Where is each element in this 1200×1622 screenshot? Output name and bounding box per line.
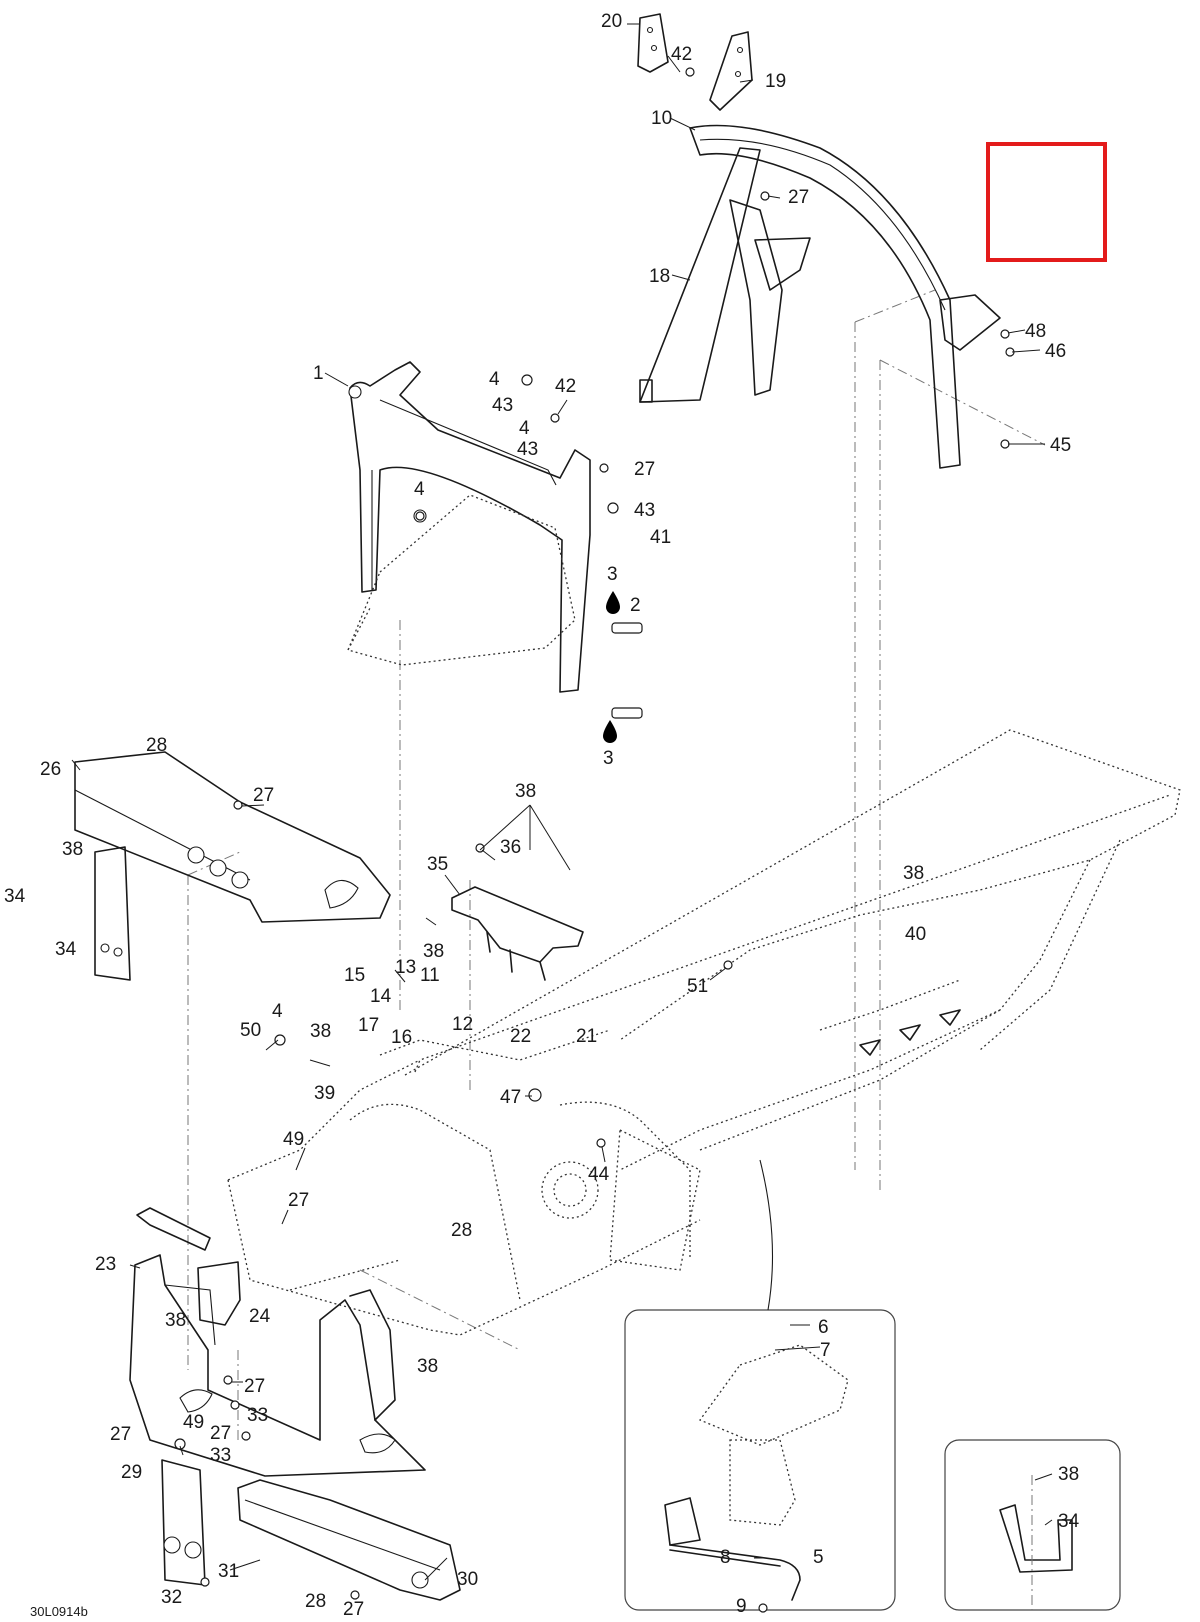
callout: 4 <box>414 479 425 500</box>
selection-highlight-box <box>986 142 1107 262</box>
callout: 23 <box>95 1254 116 1275</box>
callout: 38 <box>417 1356 438 1377</box>
callout: 42 <box>555 376 576 397</box>
callout: 26 <box>40 759 61 780</box>
callout: 7 <box>820 1340 831 1361</box>
callout: 41 <box>650 527 671 548</box>
callout: 32 <box>161 1587 182 1608</box>
callout: 39 <box>314 1083 335 1104</box>
callout: 4 <box>272 1001 283 1022</box>
callout: 27 <box>244 1376 265 1397</box>
callout: 38 <box>310 1021 331 1042</box>
callout: 44 <box>588 1164 610 1185</box>
callout: 43 <box>634 500 655 521</box>
callout: 3 <box>607 564 618 585</box>
upper-frame-assembly <box>637 13 1001 469</box>
alignment-lines <box>187 289 1046 1440</box>
callout: 30 <box>457 1569 478 1590</box>
detail-inset-footrest <box>624 1159 896 1611</box>
steering-support-part <box>347 361 591 693</box>
callout: 16 <box>391 1027 412 1048</box>
callout: 38 <box>1058 1464 1079 1485</box>
callout: 17 <box>358 1015 379 1036</box>
callout: 9 <box>736 1596 747 1617</box>
callout: 34 <box>1058 1511 1080 1532</box>
callout: 28 <box>305 1591 326 1612</box>
callout: 33 <box>247 1405 268 1426</box>
callout: 38 <box>423 941 444 962</box>
callout: 27 <box>210 1423 231 1444</box>
callout-labels: 20 42 19 10 27 18 48 46 45 1 4 42 43 4 4… <box>4 11 1080 1620</box>
callout: 28 <box>451 1220 472 1241</box>
callout: 27 <box>343 1599 364 1620</box>
callout: 38 <box>62 839 83 860</box>
callout: 24 <box>249 1306 271 1327</box>
callout: 48 <box>1025 321 1046 342</box>
front-lower-assembly <box>129 1207 426 1477</box>
callout: 12 <box>452 1014 473 1035</box>
callout: 4 <box>519 418 530 439</box>
chassis-tunnel <box>227 729 1181 1336</box>
callout: 28 <box>146 735 167 756</box>
callout: 45 <box>1050 435 1071 456</box>
callout: 38 <box>515 781 536 802</box>
callout: 14 <box>370 986 392 1007</box>
callout: 21 <box>576 1026 597 1047</box>
callout: 10 <box>651 108 672 129</box>
callout: 33 <box>210 1445 231 1466</box>
callout: 49 <box>183 1412 204 1433</box>
leader-lines <box>71 23 1053 1581</box>
front-cross-member <box>74 751 391 981</box>
callout: 18 <box>649 266 670 287</box>
callout: 49 <box>283 1129 304 1150</box>
callout: 22 <box>510 1026 531 1047</box>
callout: 47 <box>500 1087 521 1108</box>
callout: 11 <box>420 965 440 986</box>
callout: 27 <box>288 1190 309 1211</box>
center-bracket <box>451 886 584 981</box>
callout: 51 <box>687 976 708 997</box>
callout: 20 <box>601 11 622 32</box>
fasteners <box>174 67 1015 1613</box>
bumper-assembly <box>161 1459 461 1601</box>
callout: 29 <box>121 1462 142 1483</box>
callout: 38 <box>903 863 924 884</box>
callout: 46 <box>1045 341 1066 362</box>
callout: 35 <box>427 854 448 875</box>
callout: 50 <box>240 1020 261 1041</box>
callout: 31 <box>218 1561 239 1582</box>
callout: 38 <box>165 1310 186 1331</box>
callout: 3 <box>603 748 614 769</box>
callout: 43 <box>492 395 513 416</box>
callout: 27 <box>253 785 274 806</box>
callout: 15 <box>344 965 365 986</box>
lubricant-drop-icon <box>603 591 620 743</box>
callout: 34 <box>4 886 26 907</box>
callout: 43 <box>517 439 538 460</box>
callout: 34 <box>55 939 77 960</box>
callout: 40 <box>905 924 926 945</box>
callout: 27 <box>788 187 809 208</box>
callout: 27 <box>634 459 655 480</box>
callout: 8 <box>720 1547 731 1568</box>
callout: 1 <box>313 363 324 384</box>
callout: 27 <box>110 1424 131 1445</box>
figure-reference-code: 30L0914b <box>30 1604 88 1619</box>
callout: 42 <box>671 44 692 65</box>
callout: 36 <box>500 837 521 858</box>
callout: 6 <box>818 1317 829 1338</box>
callout: 4 <box>489 369 500 390</box>
callout: 13 <box>395 957 416 978</box>
callout: 5 <box>813 1547 824 1568</box>
detail-inset-clip <box>944 1439 1121 1611</box>
callout: 2 <box>630 595 641 616</box>
callout: 19 <box>765 71 786 92</box>
